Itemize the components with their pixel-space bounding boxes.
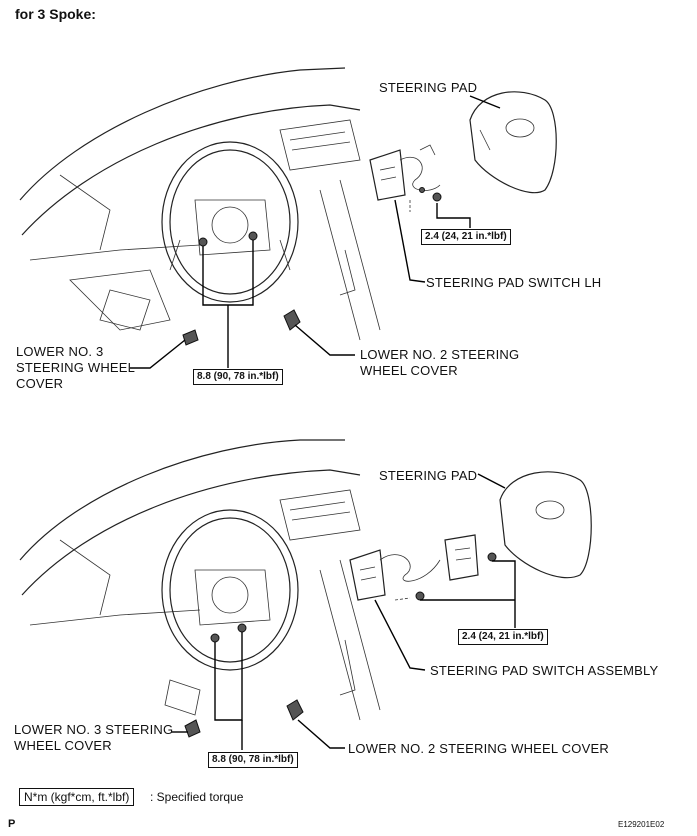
top-steering-pad-part bbox=[469, 91, 557, 194]
bottom-bolts bbox=[184, 623, 304, 738]
bottom-wheel-torque-box: 8.8 (90, 78 in.*lbf) bbox=[208, 752, 298, 768]
bottom-lower-no2-label: LOWER NO. 2 STEERING WHEEL COVER bbox=[348, 741, 609, 756]
top-lower-no3-label-line2: STEERING WHEEL bbox=[16, 360, 136, 375]
top-lower-no2-label-line2: WHEEL COVER bbox=[360, 363, 458, 378]
bottom-pad-torque-box: 2.4 (24, 21 in.*lbf) bbox=[458, 629, 548, 645]
top-switch-label: STEERING PAD SWITCH LH bbox=[426, 275, 602, 290]
bottom-dashboard-illustration bbox=[19, 439, 381, 721]
bottom-switch-label: STEERING PAD SWITCH ASSEMBLY bbox=[430, 663, 659, 678]
top-leader-lines bbox=[130, 95, 501, 369]
bottom-switch-parts bbox=[349, 534, 497, 601]
bottom-lower-no3-label-line2: WHEEL COVER bbox=[14, 738, 112, 753]
bottom-steering-pad-label: STEERING PAD bbox=[379, 468, 478, 483]
page-title: for 3 Spoke: bbox=[15, 6, 96, 22]
top-lower-no3-label-line3: COVER bbox=[16, 376, 64, 391]
torque-legend-text: : Specified torque bbox=[150, 790, 244, 804]
top-lower-no3-label-line1: LOWER NO. 3 bbox=[16, 344, 104, 359]
top-lower-no2-label-line1: LOWER NO. 2 STEERING bbox=[360, 347, 520, 362]
bottom-steering-pad-part bbox=[499, 471, 592, 579]
top-wheel-torque-box: 8.8 (90, 78 in.*lbf) bbox=[193, 369, 283, 385]
top-switch-part bbox=[369, 144, 442, 212]
bottom-leader-lines bbox=[172, 473, 516, 750]
top-bolts bbox=[182, 231, 301, 346]
top-pad-torque-box: 2.4 (24, 21 in.*lbf) bbox=[421, 229, 511, 245]
torque-legend-box: N*m (kgf*cm, ft.*lbf) bbox=[19, 788, 135, 806]
top-dashboard-illustration bbox=[19, 67, 381, 341]
top-steering-pad-label: STEERING PAD bbox=[379, 80, 478, 95]
footer-page-letter: P bbox=[8, 818, 16, 830]
footer-figure-id: E129201E02 bbox=[618, 820, 665, 829]
bottom-lower-no3-label-line1: LOWER NO. 3 STEERING bbox=[14, 722, 174, 737]
